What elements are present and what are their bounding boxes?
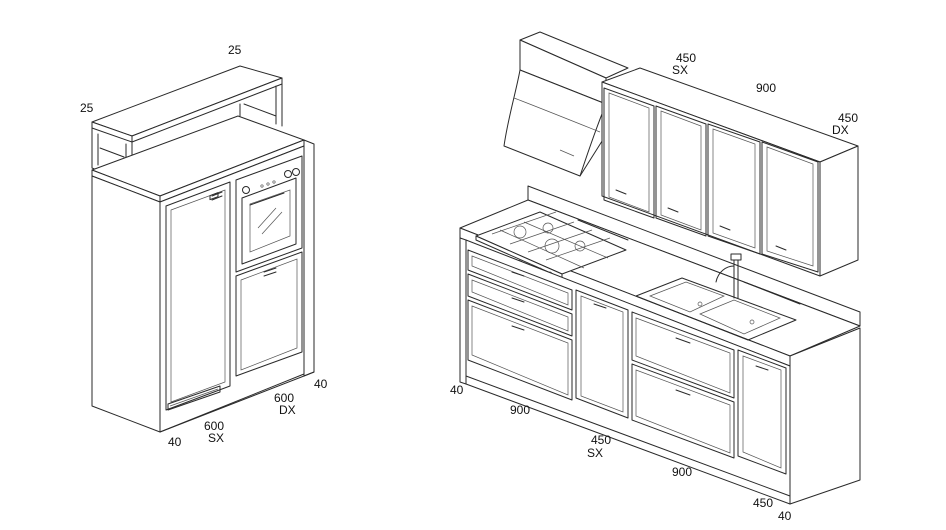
dimension-label: 450 — [591, 433, 611, 447]
right-unit — [459, 31, 861, 505]
dimension-label: SX — [672, 63, 688, 77]
dimension-label: 600 — [204, 419, 224, 433]
dimension-label: 900 — [672, 465, 692, 479]
oven-knob-icon — [284, 170, 292, 178]
dimension-label: SX — [208, 431, 224, 445]
column-right-panel — [303, 139, 315, 377]
dimension-label: 40 — [778, 509, 792, 523]
oven-lower-door — [235, 251, 303, 377]
dimension-label: 900 — [756, 81, 776, 95]
sink-drawer-stack — [631, 311, 735, 459]
dimension-label: 40 — [314, 377, 328, 391]
dimension-label: 600 — [274, 391, 294, 405]
dimension-label: 40 — [450, 383, 464, 397]
sink — [635, 277, 797, 341]
base-right-end-panel — [789, 327, 861, 505]
wall-cabinets — [601, 67, 859, 277]
dimension-label: DX — [832, 123, 849, 137]
wall-door — [761, 141, 819, 273]
dimension-label: 450 — [753, 496, 773, 510]
fridge-door — [165, 181, 231, 411]
dimension-label: 40 — [168, 435, 182, 449]
column-left-side — [91, 175, 161, 433]
range-hood — [503, 31, 629, 177]
wall-door — [655, 105, 707, 237]
dimension-label: 450 — [838, 111, 858, 125]
plinth-vent — [167, 385, 221, 411]
faucet-icon — [715, 253, 742, 299]
left-unit-dimensions: 25 25 40 600 SX 600 DX 40 — [80, 43, 328, 449]
dimension-label: 450 — [676, 51, 696, 65]
dimension-label: SX — [587, 446, 603, 460]
base-door-narrow — [575, 289, 629, 419]
burner-icon — [574, 240, 586, 252]
oven-knob-icon — [292, 168, 300, 176]
oven — [235, 155, 303, 273]
oven-knob-icon — [242, 186, 250, 194]
base-left-side — [459, 237, 467, 385]
dimension-label: DX — [279, 403, 296, 417]
wall-door — [603, 87, 655, 219]
base-door-end — [737, 349, 787, 475]
wall-door — [707, 123, 761, 255]
burner-icon — [544, 238, 560, 254]
base-plinth-edge — [465, 375, 791, 497]
column-plinth-edge — [159, 371, 315, 433]
hob-drawer-stack — [467, 249, 573, 401]
right-unit-dimensions: 450 SX 900 450 DX 40 900 450 SX 900 450 … — [450, 51, 858, 523]
dimension-label: 25 — [228, 43, 242, 57]
burner-icon — [513, 225, 527, 239]
dimension-label: 25 — [80, 101, 94, 115]
burner-icon — [542, 222, 554, 234]
left-unit — [91, 65, 315, 433]
dimension-label: 900 — [510, 403, 530, 417]
